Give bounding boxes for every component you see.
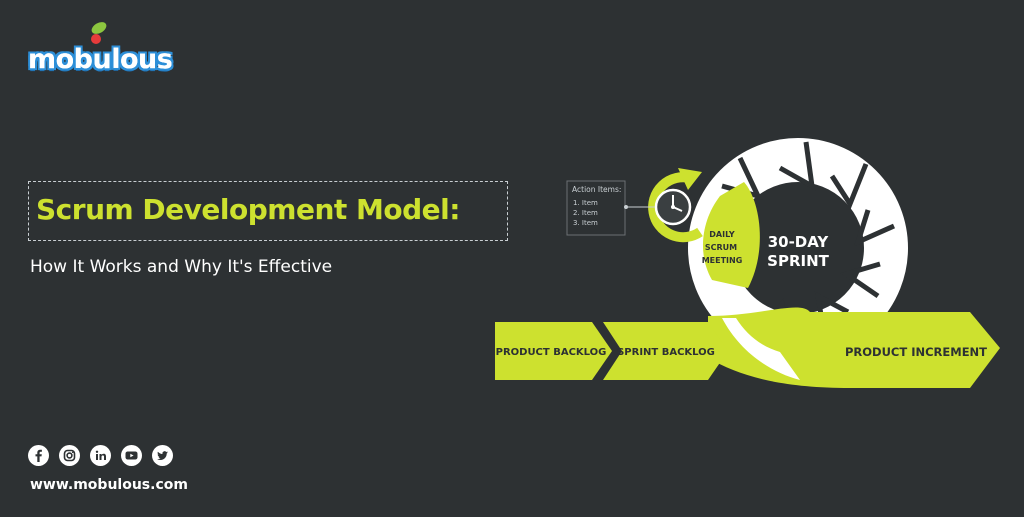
action-item-1: 1. Item xyxy=(573,199,598,207)
youtube-icon[interactable] xyxy=(121,445,142,466)
product-backlog-arrow xyxy=(495,322,612,380)
daily-scrum-crescent xyxy=(702,182,760,288)
title-frame xyxy=(28,181,508,241)
product-increment-label: PRODUCT INCREMENT xyxy=(845,345,987,359)
brand-name: mobulous xyxy=(28,44,173,75)
daily-scrum-line2: SCRUM xyxy=(705,243,737,252)
page-title: Scrum Development Model: xyxy=(36,193,460,226)
clock-icon xyxy=(654,188,692,226)
daily-loop-arrow xyxy=(648,168,703,243)
social-links xyxy=(28,445,173,466)
linkedin-icon[interactable] xyxy=(90,445,111,466)
daily-scrum-line3: MEETING xyxy=(702,256,743,265)
sprint-backlog-arrow xyxy=(603,322,728,380)
website-link[interactable]: www.mobulous.com xyxy=(30,477,188,493)
page-subtitle: How It Works and Why It's Effective xyxy=(30,257,333,277)
action-items-title: Action Items: xyxy=(572,185,621,194)
logo-graphic xyxy=(91,22,107,44)
sprint-label-line1: 30-DAY xyxy=(768,233,830,251)
daily-scrum-line1: DAILY xyxy=(709,230,735,239)
product-backlog-label: PRODUCT BACKLOG xyxy=(496,347,607,358)
action-item-2: 2. Item xyxy=(573,209,598,217)
sprint-backlog-label: SPRINT BACKLOG xyxy=(617,347,715,358)
twitter-icon[interactable] xyxy=(152,445,173,466)
sprint-label-line2: SPRINT xyxy=(767,252,829,270)
facebook-icon[interactable] xyxy=(28,445,49,466)
action-item-3: 3. Item xyxy=(573,219,598,227)
action-items-box: Action Items: 1. Item 2. Item 3. Item xyxy=(566,180,655,236)
instagram-icon[interactable] xyxy=(59,445,80,466)
brand-logo[interactable]: mobulous xyxy=(28,18,173,82)
